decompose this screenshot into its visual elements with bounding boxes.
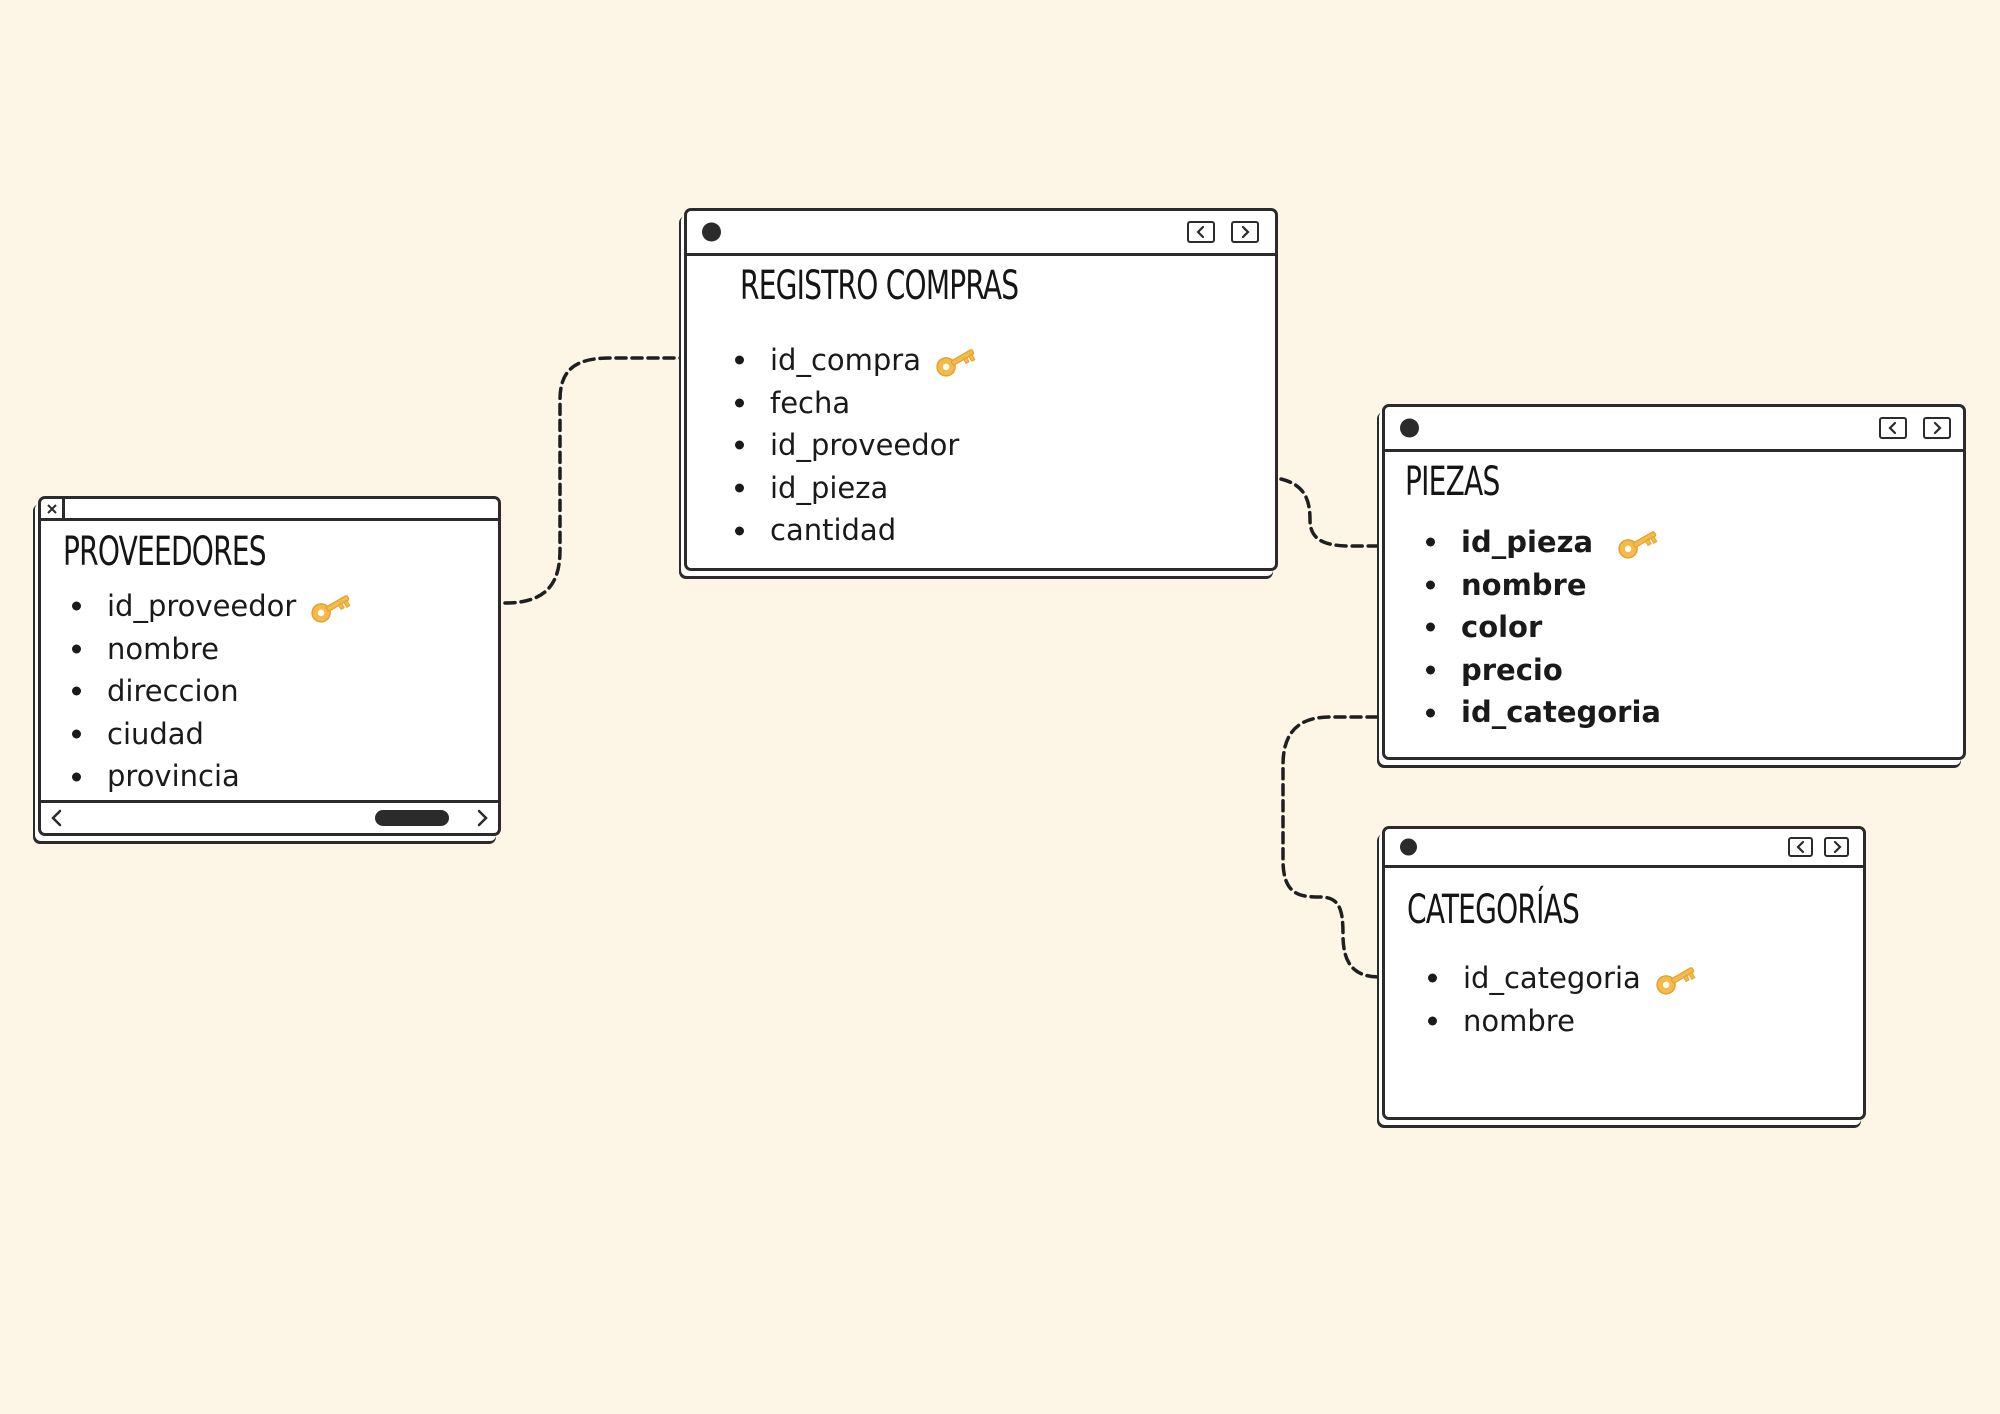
field-item: cantidad: [732, 509, 979, 552]
window-registro-compras[interactable]: REGISTRO COMPRAS id_compra fecha id_prov…: [684, 208, 1278, 571]
next-button[interactable]: [1824, 837, 1849, 857]
field-item: id_categoria: [1425, 957, 1699, 1000]
next-button[interactable]: [1923, 417, 1951, 439]
field-label: provincia: [107, 759, 240, 794]
field-item: nombre: [1423, 564, 1661, 607]
chevron-right-icon: [1241, 225, 1250, 239]
prev-button[interactable]: [1788, 837, 1813, 857]
field-item: provincia: [69, 755, 354, 798]
prev-button[interactable]: [1187, 221, 1215, 243]
chevron-left-icon: [1888, 421, 1897, 435]
field-label: cantidad: [770, 513, 897, 548]
field-label: id_categoria: [1463, 961, 1641, 995]
field-item: nombre: [69, 628, 354, 671]
titlebar: [1385, 407, 1963, 452]
field-item: id_categoria: [1423, 691, 1661, 734]
horizontal-scrollbar[interactable]: [41, 800, 498, 833]
field-label: ciudad: [107, 716, 204, 751]
key-icon: [1618, 531, 1658, 559]
key-icon: [311, 595, 351, 623]
field-item: color: [1423, 606, 1661, 649]
window-piezas[interactable]: PIEZAS id_pieza nombre color precio id_c…: [1382, 404, 1966, 760]
field-list: id_compra fecha id_proveedor id_pieza ca…: [732, 339, 979, 552]
chevron-right-icon[interactable]: [472, 808, 492, 828]
field-label: id_proveedor: [770, 428, 960, 463]
close-button[interactable]: [41, 499, 65, 518]
field-item: fecha: [732, 382, 979, 425]
field-list: id_categoria nombre: [1425, 957, 1699, 1042]
table-title: CATEGORÍAS: [1407, 887, 1580, 933]
window-categorias[interactable]: CATEGORÍAS id_categoria nombre: [1382, 826, 1866, 1120]
key-icon: [936, 349, 976, 377]
titlebar: [687, 211, 1275, 256]
chevron-right-icon: [1833, 840, 1842, 854]
field-item: id_pieza: [732, 467, 979, 510]
window-proveedores[interactable]: PROVEEDORES id_proveedor nombre direccio…: [38, 496, 501, 836]
field-list: id_proveedor nombre direccion ciudad pro…: [69, 585, 354, 798]
chevron-left-icon[interactable]: [47, 808, 67, 828]
field-label: id_pieza: [770, 470, 889, 505]
field-label: id_proveedor: [107, 589, 297, 623]
field-item: id_proveedor: [69, 585, 354, 628]
prev-button[interactable]: [1879, 417, 1907, 439]
field-label: color: [1461, 610, 1543, 645]
table-title: PIEZAS: [1405, 459, 1500, 505]
next-button[interactable]: [1231, 221, 1259, 243]
field-label: nombre: [1461, 567, 1587, 602]
field-label: nombre: [107, 631, 219, 666]
titlebar: [41, 499, 498, 521]
field-item: id_pieza: [1423, 521, 1661, 564]
field-list: id_pieza nombre color precio id_categori…: [1423, 521, 1661, 734]
field-label: id_pieza: [1461, 525, 1594, 559]
field-item: precio: [1423, 649, 1661, 692]
table-title: PROVEEDORES: [63, 529, 267, 575]
window-dot: [1400, 418, 1419, 438]
chevron-left-icon: [1196, 225, 1205, 239]
field-label: precio: [1461, 652, 1563, 687]
field-label: id_categoria: [1461, 695, 1661, 730]
field-label: direccion: [107, 674, 239, 709]
scroll-thumb[interactable]: [375, 810, 449, 826]
connector-piezas-categorias: [1281, 715, 1382, 979]
chevron-left-icon: [1795, 840, 1804, 854]
window-dot: [1400, 838, 1417, 856]
field-label: nombre: [1463, 1003, 1575, 1038]
connector-proveedores-registro: [503, 356, 684, 605]
field-label: fecha: [770, 385, 851, 420]
key-icon: [1656, 967, 1696, 995]
field-item: id_proveedor: [732, 424, 979, 467]
field-label: id_compra: [770, 343, 922, 377]
titlebar: [1385, 829, 1863, 868]
field-item: nombre: [1425, 1000, 1699, 1043]
window-dot: [702, 222, 721, 242]
field-item: id_compra: [732, 339, 979, 382]
table-title: REGISTRO COMPRAS: [740, 263, 1019, 309]
close-icon: [46, 503, 57, 514]
chevron-right-icon: [1933, 421, 1942, 435]
field-item: direccion: [69, 670, 354, 713]
field-item: ciudad: [69, 713, 354, 756]
connector-registro-piezas: [1279, 477, 1382, 548]
